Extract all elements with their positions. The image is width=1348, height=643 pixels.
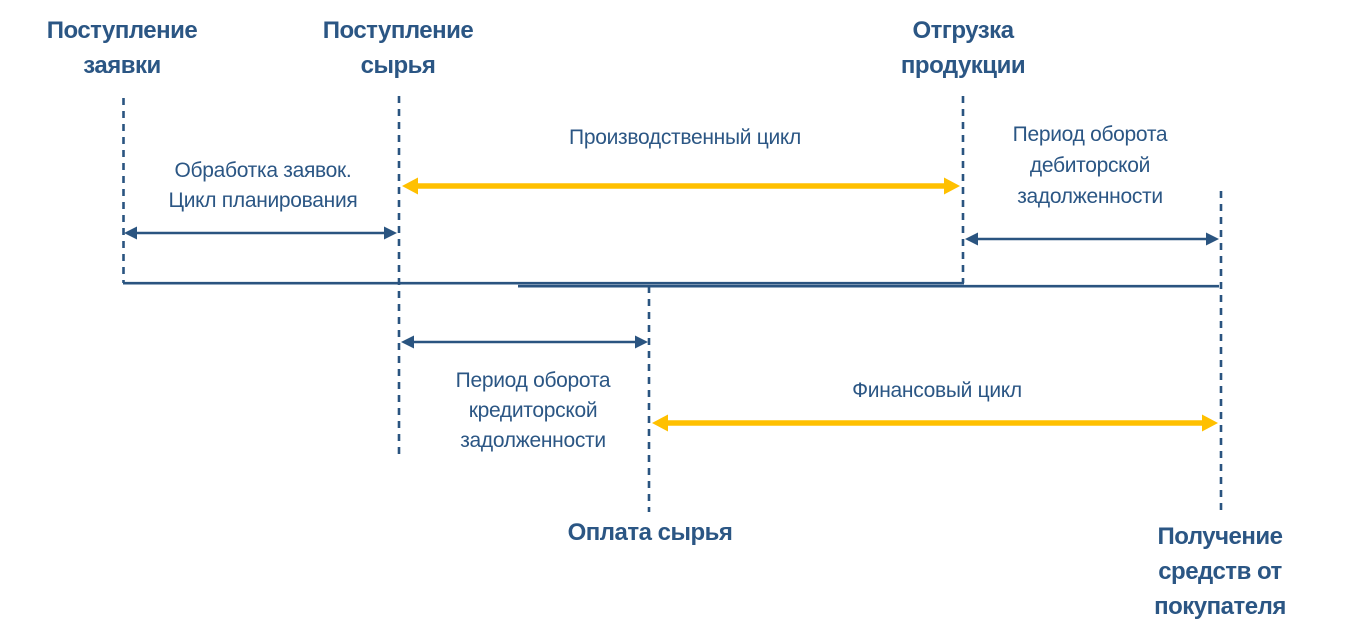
arrow-head-left	[401, 335, 414, 349]
payables-period-label: Период оборота кредиторской задолженност…	[456, 366, 611, 456]
arrow-head-left	[652, 414, 668, 432]
event-shipment-label: Отгрузка продукции	[900, 13, 1026, 83]
production-cycle-arrow	[402, 177, 960, 195]
label-line: Период оборота	[1012, 123, 1168, 146]
timeline	[123, 281, 1219, 288]
label-line: продукции	[900, 52, 1026, 79]
label-line: кредиторской	[468, 399, 598, 422]
label-line: сырья	[360, 52, 436, 79]
arrow-head-left	[402, 177, 418, 195]
event-cash-receipt-label: Получение средств от покупателя	[1154, 519, 1286, 624]
processing-period-arrow	[124, 226, 397, 240]
label-line: Финансовый цикл	[852, 379, 1022, 402]
payables-period-arrow	[401, 335, 648, 349]
label-line: Обработка заявок.	[174, 159, 352, 182]
event-request-label: Поступление заявки	[47, 13, 198, 83]
production-cycle-label: Производственный цикл	[569, 123, 801, 153]
label-line: Производственный цикл	[569, 126, 801, 149]
financial-cycle-arrow	[652, 414, 1218, 432]
arrow-head-right	[1202, 414, 1218, 432]
arrow-head-left	[124, 226, 137, 240]
label-line: Оплата сырья	[567, 519, 733, 546]
label-line: Получение	[1157, 523, 1283, 550]
arrow-head-right	[944, 177, 960, 195]
label-line: средств от	[1158, 558, 1282, 585]
label-line: задолженности	[1017, 185, 1163, 208]
label-line: покупателя	[1154, 593, 1286, 620]
label-line: дебиторской	[1029, 154, 1151, 177]
processing-period-label: Обработка заявок. Цикл планирования	[169, 156, 358, 216]
label-line: задолженности	[460, 429, 606, 452]
financial-cycle-label: Финансовый цикл	[852, 376, 1022, 406]
arrow-head-right	[1206, 232, 1219, 246]
receivables-period-label: Период оборота дебиторской задолженности	[1013, 119, 1168, 212]
arrow-head-right	[635, 335, 648, 349]
label-line: заявки	[83, 52, 161, 79]
label-line: Период оборота	[455, 369, 611, 392]
event-raw-payment-label: Оплата сырья	[568, 515, 733, 550]
label-line: Поступление	[46, 17, 198, 44]
label-line: Отгрузка	[912, 17, 1014, 44]
event-raw-in-label: Поступление сырья	[323, 13, 474, 83]
receivables-period-arrow	[965, 232, 1219, 246]
arrow-head-right	[384, 226, 397, 240]
label-line: Цикл планирования	[168, 189, 358, 212]
arrow-head-left	[965, 232, 978, 246]
label-line: Поступление	[322, 17, 474, 44]
